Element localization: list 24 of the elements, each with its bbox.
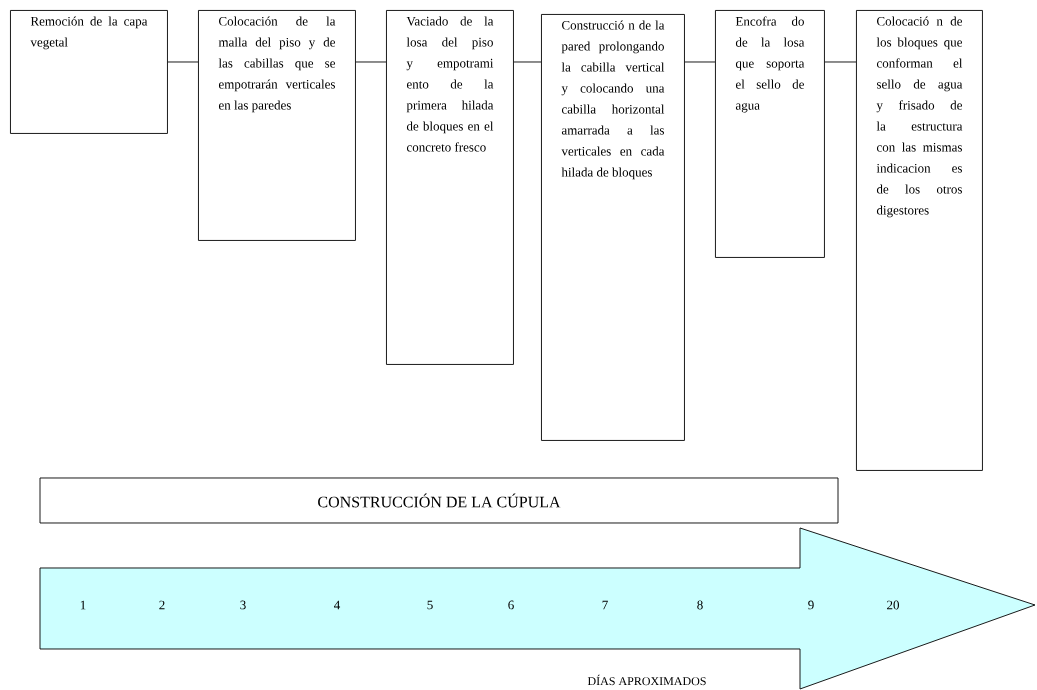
phase-box: CONSTRUCCIÓN DE LA CÚPULA [39,477,839,524]
step-box: Construcció n de la pared prolongando la cabilla vertical y colocando una cabilla horizontal amarrada a las verticales en cada hilada de bloques [541,14,685,441]
day-number: 9 [808,600,814,610]
day-number: 20 [887,600,899,610]
step-box: Remoción de la capa vegetal [10,10,168,134]
connector-line [684,61,716,63]
connector-line [824,61,857,63]
day-number: 2 [159,600,165,610]
axis-caption: DÍAS APROXIMADOS [587,674,706,686]
connector-line [167,61,199,63]
timeline-arrow [39,527,1036,690]
step-box: Colocación de la malla del piso y de las cabillas que se empotrarán verticales en las paredes [198,10,356,241]
day-number: 5 [427,600,433,610]
day-number: 4 [334,600,341,610]
connector-line [513,61,542,63]
day-number: 7 [602,600,608,610]
day-number: 1 [80,600,86,610]
day-number: 6 [508,600,514,610]
step-box: Encofra do de la losa que soporta el sello de agua [715,10,825,258]
day-number: 3 [240,600,246,610]
step-box: Colocació n de los bloques que conforman el sello de agua y frisado de la estructura con las mismas indicacion es de los otros digestores [856,10,983,471]
day-number: 8 [697,600,703,610]
connector-line [355,61,387,63]
step-box: Vaciado de la losa del piso y empotrami ento de la primera hilada de bloques en el concreto fresco [386,10,514,365]
